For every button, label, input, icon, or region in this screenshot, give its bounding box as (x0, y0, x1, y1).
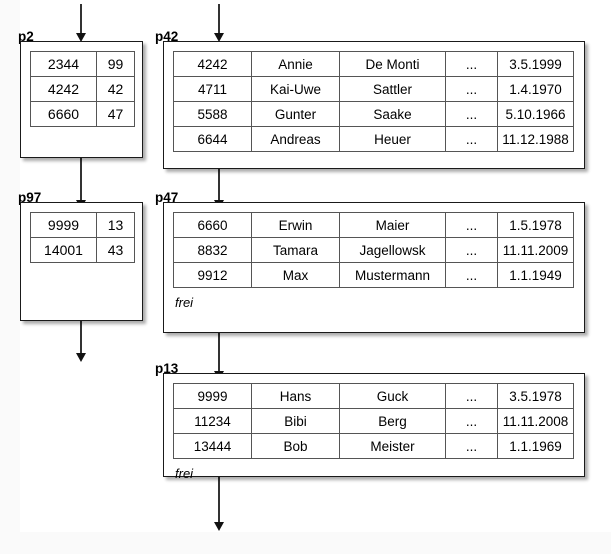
page-block-p2[interactable]: 2344 99 4242 42 6660 47 (20, 41, 143, 158)
page-edge-left (0, 0, 20, 554)
cell-more: ... (445, 383, 498, 409)
cell-pointer: 13 (96, 212, 135, 238)
data-table-p47: 6660 Erwin Maier ... 1.5.1978 8832 Tamar… (173, 212, 574, 288)
free-space-label-p13: frei (175, 466, 194, 481)
cell-last-name: Maier (339, 212, 446, 238)
cell-key: 4242 (30, 76, 97, 102)
cell-first-name: Erwin (251, 212, 340, 238)
cell-last-name: Mustermann (339, 262, 446, 288)
table-row[interactable]: 8832 Tamara Jagellowsk ... 11.11.2009 (173, 237, 574, 263)
cell-first-name: Kai-Uwe (251, 76, 340, 102)
cell-date: 11.12.1988 (497, 126, 574, 152)
cell-first-name: Max (251, 262, 340, 288)
cell-key: 6660 (30, 101, 97, 127)
cell-id: 4242 (173, 51, 252, 77)
table-row[interactable]: 9999 13 (30, 212, 135, 238)
cell-id: 5588 (173, 101, 252, 127)
table-row[interactable]: 9912 Max Mustermann ... 1.1.1949 (173, 262, 574, 288)
cell-id: 6660 (173, 212, 252, 238)
page-label-p13: p13 (155, 361, 179, 376)
table-row[interactable]: 4242 42 (30, 76, 135, 102)
cell-date: 1.1.1969 (497, 433, 574, 459)
page-edge-bottom (0, 532, 611, 554)
cell-last-name: Saake (339, 101, 446, 127)
cell-date: 3.5.1999 (497, 51, 574, 77)
cell-id: 8832 (173, 237, 252, 263)
table-row[interactable]: 13444 Bob Meister ... 1.1.1969 (173, 433, 574, 459)
cell-more: ... (445, 76, 498, 102)
cell-id: 6644 (173, 126, 252, 152)
table-row[interactable]: 6660 Erwin Maier ... 1.5.1978 (173, 212, 574, 238)
cell-last-name: Jagellowsk (339, 237, 446, 263)
cell-more: ... (445, 408, 498, 434)
cell-date: 5.10.1966 (497, 101, 574, 127)
cell-more: ... (445, 51, 498, 77)
cell-last-name: Sattler (339, 76, 446, 102)
cell-first-name: Andreas (251, 126, 340, 152)
data-table-p13: 9999 Hans Guck ... 3.5.1978 11234 Bibi B… (173, 383, 574, 459)
table-row[interactable]: 14001 43 (30, 237, 135, 263)
index-table-p97: 9999 13 14001 43 (30, 212, 135, 263)
cell-first-name: Bob (251, 433, 340, 459)
cell-more: ... (445, 101, 498, 127)
cell-pointer: 42 (96, 76, 135, 102)
cell-date: 1.1.1949 (497, 262, 574, 288)
page-block-p42[interactable]: 4242 Annie De Monti ... 3.5.1999 4711 Ka… (163, 41, 585, 169)
cell-key: 9999 (30, 212, 97, 238)
page-label-p97: p97 (18, 190, 42, 205)
cell-more: ... (445, 212, 498, 238)
cell-id: 13444 (173, 433, 252, 459)
table-row[interactable]: 2344 99 (30, 51, 135, 77)
cell-more: ... (445, 433, 498, 459)
cell-date: 1.4.1970 (497, 76, 574, 102)
cell-last-name: Heuer (339, 126, 446, 152)
cell-key: 2344 (30, 51, 97, 77)
page-block-p97[interactable]: 9999 13 14001 43 (20, 202, 143, 321)
cell-id: 9999 (173, 383, 252, 409)
cell-last-name: De Monti (339, 51, 446, 77)
cell-last-name: Guck (339, 383, 446, 409)
cell-id: 4711 (173, 76, 252, 102)
cell-more: ... (445, 237, 498, 263)
free-space-label-p47: frei (175, 295, 194, 310)
page-label-p42: p42 (155, 29, 179, 44)
table-row[interactable]: 6660 47 (30, 101, 135, 127)
table-row[interactable]: 6644 Andreas Heuer ... 11.12.1988 (173, 126, 574, 152)
page-block-p13[interactable]: 9999 Hans Guck ... 3.5.1978 11234 Bibi B… (163, 373, 585, 481)
cell-first-name: Gunter (251, 101, 340, 127)
cell-pointer: 43 (96, 237, 135, 263)
cell-date: 3.5.1978 (497, 383, 574, 409)
table-row[interactable]: 9999 Hans Guck ... 3.5.1978 (173, 383, 574, 409)
index-table-p2: 2344 99 4242 42 6660 47 (30, 51, 135, 127)
cell-first-name: Hans (251, 383, 340, 409)
cell-id: 11234 (173, 408, 252, 434)
page-label-p2: p2 (18, 29, 34, 44)
cell-date: 11.11.2009 (497, 237, 574, 263)
page-block-p47[interactable]: 6660 Erwin Maier ... 1.5.1978 8832 Tamar… (163, 202, 585, 333)
cell-id: 9912 (173, 262, 252, 288)
cell-date: 1.5.1978 (497, 212, 574, 238)
table-row[interactable]: 11234 Bibi Berg ... 11.11.2008 (173, 408, 574, 434)
page-label-p47: p47 (155, 190, 179, 205)
cell-first-name: Annie (251, 51, 340, 77)
cell-pointer: 47 (96, 101, 135, 127)
cell-more: ... (445, 126, 498, 152)
cell-more: ... (445, 262, 498, 288)
cell-pointer: 99 (96, 51, 135, 77)
table-row[interactable]: 4711 Kai-Uwe Sattler ... 1.4.1970 (173, 76, 574, 102)
data-table-p42: 4242 Annie De Monti ... 3.5.1999 4711 Ka… (173, 51, 574, 152)
cell-key: 14001 (30, 237, 97, 263)
cell-first-name: Bibi (251, 408, 340, 434)
cell-date: 11.11.2008 (497, 408, 574, 434)
table-row[interactable]: 5588 Gunter Saake ... 5.10.1966 (173, 101, 574, 127)
cell-first-name: Tamara (251, 237, 340, 263)
cell-last-name: Meister (339, 433, 446, 459)
table-row[interactable]: 4242 Annie De Monti ... 3.5.1999 (173, 51, 574, 77)
cell-last-name: Berg (339, 408, 446, 434)
